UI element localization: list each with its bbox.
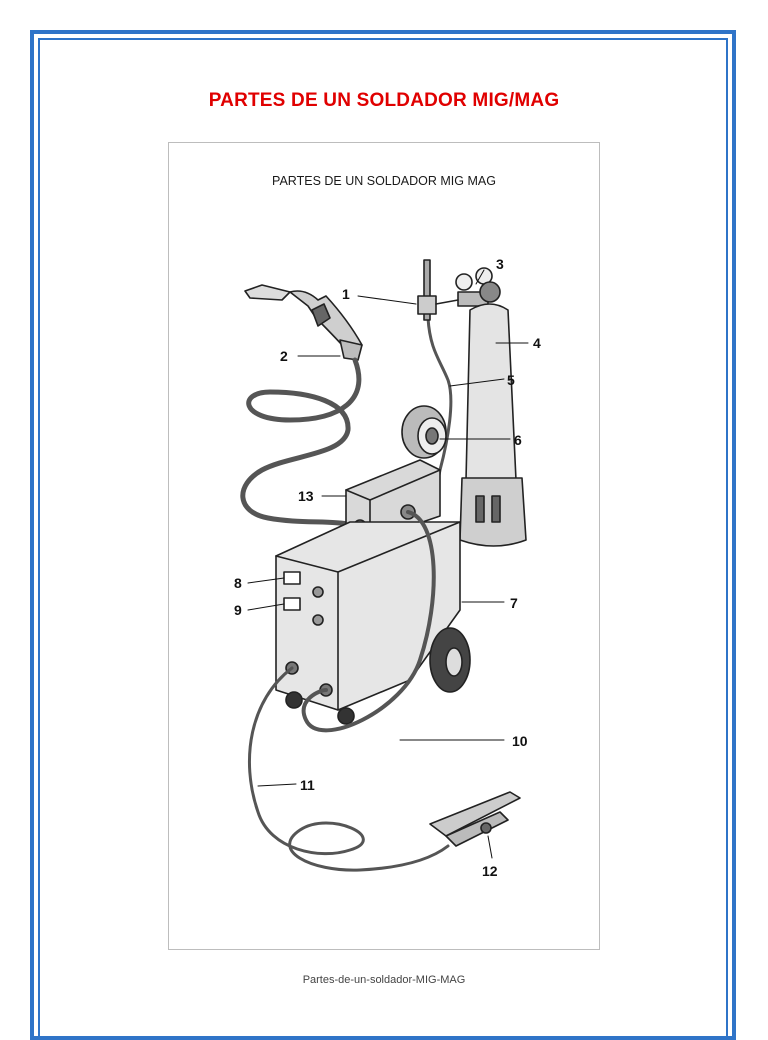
callout-13: 13 bbox=[298, 488, 314, 504]
callout-2: 2 bbox=[280, 348, 288, 364]
pressure-regulator bbox=[436, 268, 500, 306]
callout-12: 12 bbox=[482, 863, 498, 879]
callout-4: 4 bbox=[533, 335, 541, 351]
wire-spool bbox=[402, 406, 446, 458]
flowmeter-stand bbox=[418, 260, 436, 320]
callout-3: 3 bbox=[496, 256, 504, 272]
callout-6: 6 bbox=[514, 432, 522, 448]
callout-1: 1 bbox=[342, 286, 350, 302]
callout-10: 10 bbox=[512, 733, 528, 749]
figure-caption: Partes-de-un-soldador-MIG-MAG bbox=[0, 974, 768, 986]
callout-8: 8 bbox=[234, 575, 242, 591]
callout-9: 9 bbox=[234, 602, 242, 618]
ground-clamp bbox=[430, 792, 520, 846]
gas-cylinder bbox=[460, 304, 526, 546]
callout-11: 11 bbox=[300, 777, 315, 793]
callout-7: 7 bbox=[510, 595, 518, 611]
callout-5: 5 bbox=[507, 372, 515, 388]
